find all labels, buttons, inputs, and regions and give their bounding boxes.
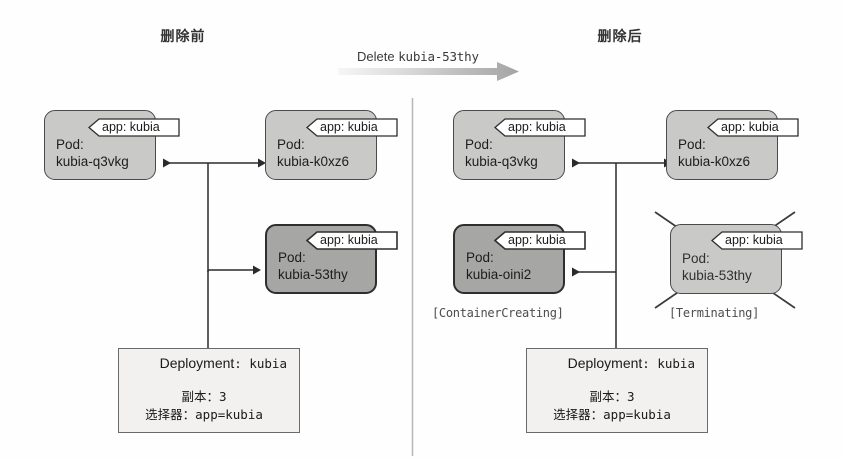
pod-tag-before-53thy: app: kubia [306, 231, 398, 250]
deployment-replicas-row: 副本：3 [527, 388, 697, 406]
pod-name: kubia-q3vkg [56, 154, 129, 169]
pod-tag-before-k0xz6: app: kubia [306, 118, 398, 137]
pod-tag-text: app: kubia [320, 233, 378, 247]
deployment-body-after: 副本：3 选择器：app=kubia [527, 388, 697, 424]
deployment-selector-label: 选择器： [553, 407, 604, 422]
transition-caption-target: kubia-53thy [398, 49, 479, 64]
pod-label-after-53thy: Pod: kubia-53thy [682, 250, 752, 284]
before-connectors [163, 158, 266, 348]
pod-tag-after-k0xz6: app: kubia [707, 118, 799, 137]
pod-status-after-oini2: [ContainerCreating] [432, 306, 564, 320]
deployment-box-after[interactable]: Deployment: kubia 副本：3 选择器：app=kubia [526, 348, 708, 433]
deployment-title-after: Deployment: kubia [568, 355, 695, 371]
deployment-replicas-label: 副本： [589, 389, 627, 404]
after-connectors [572, 158, 672, 348]
pod-kind-label: Pod: [678, 137, 706, 152]
transition-arrow-icon [338, 62, 519, 81]
pod-kind-label: Pod: [56, 137, 84, 152]
pod-kind-label: Pod: [466, 250, 494, 265]
deployment-separator: : [642, 356, 658, 371]
pod-tag-text: app: kubia [320, 120, 378, 134]
panel-title-after: 删除后 [597, 29, 643, 45]
transition-caption-prefix: Delete [357, 49, 399, 64]
pod-label-after-k0xz6: Pod: kubia-k0xz6 [678, 136, 750, 170]
deployment-replicas-label: 副本： [181, 389, 219, 404]
deployment-replicas-value: 3 [218, 389, 227, 404]
pod-tag-text: app: kubia [508, 233, 566, 247]
pod-label-after-oini2: Pod: kubia-oini2 [466, 249, 531, 283]
deployment-title-before: Deployment: kubia [160, 355, 287, 371]
pod-tag-after-q3vkg: app: kubia [494, 118, 586, 137]
pod-tag-text: app: kubia [725, 233, 783, 247]
pod-tag-text: app: kubia [508, 120, 566, 134]
pod-kind-label: Pod: [278, 250, 306, 265]
deployment-body-before: 副本：3 选择器：app=kubia [119, 388, 289, 424]
deployment-selector-value: app=kubia [195, 407, 263, 422]
pod-tag-after-53thy: app: kubia [711, 231, 803, 250]
deployment-selector-label: 选择器： [145, 407, 196, 422]
pod-kind-label: Pod: [465, 137, 493, 152]
pod-name: kubia-q3vkg [465, 154, 538, 169]
deployment-box-before[interactable]: Deployment: kubia 副本：3 选择器：app=kubia [118, 348, 300, 433]
pod-name: kubia-k0xz6 [678, 154, 751, 169]
pod-label-before-k0xz6: Pod: kubia-k0xz6 [277, 136, 349, 170]
deployment-name: kubia [657, 356, 695, 371]
pod-kind-label: Pod: [277, 137, 305, 152]
pod-status-after-53thy: [Terminating] [669, 306, 760, 320]
deployment-name: kubia [249, 356, 287, 371]
pod-tag-text: app: kubia [102, 120, 160, 134]
pod-tag-before-q3vkg: app: kubia [88, 118, 180, 137]
deployment-replicas-row: 副本：3 [119, 388, 289, 406]
pod-label-after-q3vkg: Pod: kubia-q3vkg [465, 136, 538, 170]
transition-caption: Delete kubia-53thy [357, 49, 479, 64]
pod-label-before-q3vkg: Pod: kubia-q3vkg [56, 136, 129, 170]
pod-name: kubia-53thy [682, 268, 752, 283]
panel-title-before: 删除前 [160, 29, 206, 45]
deployment-separator: : [234, 356, 250, 371]
pod-name: kubia-k0xz6 [277, 154, 350, 169]
deployment-kind-label: Deployment [159, 355, 235, 371]
pod-tag-after-oini2: app: kubia [494, 231, 586, 250]
pod-tag-text: app: kubia [721, 120, 779, 134]
deployment-selector-row: 选择器：app=kubia [119, 406, 289, 424]
pod-name: kubia-oini2 [466, 267, 532, 282]
pod-name: kubia-53thy [278, 267, 348, 282]
deployment-selector-value: app=kubia [603, 407, 671, 422]
deployment-selector-row: 选择器：app=kubia [527, 406, 697, 424]
deployment-replicas-value: 3 [626, 389, 635, 404]
deployment-kind-label: Deployment [567, 355, 643, 371]
pod-kind-label: Pod: [682, 251, 710, 266]
pod-label-before-53thy: Pod: kubia-53thy [278, 249, 348, 283]
